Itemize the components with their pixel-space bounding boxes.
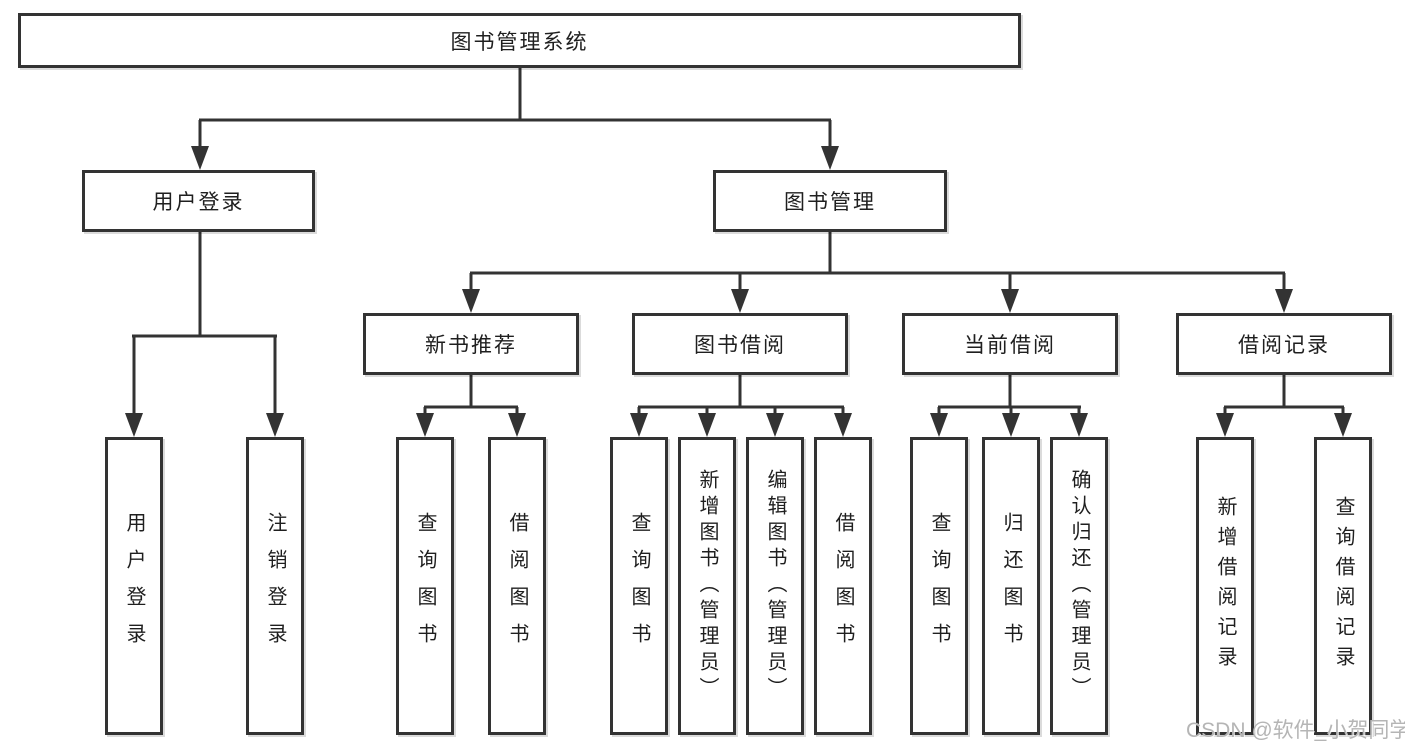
leaf-query-books-borrowing-label: 查询图书 xyxy=(628,512,650,660)
leaf-borrow-books-borrowing: 借阅图书 xyxy=(814,437,872,735)
leaf-confirm-return-admin-label: 确认归还（管理员） xyxy=(1068,469,1090,703)
leaf-edit-books-admin: 编辑图书（管理员） xyxy=(746,437,804,735)
leaf-borrow-books-recommend-label: 借阅图书 xyxy=(506,512,528,660)
leaf-query-books-recommend-label: 查询图书 xyxy=(414,512,436,660)
node-borrowing-records-label: 借阅记录 xyxy=(1238,334,1330,357)
node-borrowing-records: 借阅记录 xyxy=(1176,313,1392,375)
leaf-query-borrow-record-label: 查询借阅记录 xyxy=(1332,496,1354,676)
leaf-borrow-books-recommend: 借阅图书 xyxy=(488,437,546,735)
leaf-query-books-recommend: 查询图书 xyxy=(396,437,454,735)
leaf-add-books-admin: 新增图书（管理员） xyxy=(678,437,736,735)
leaf-edit-books-admin-label: 编辑图书（管理员） xyxy=(764,469,786,703)
node-book-management: 图书管理 xyxy=(713,170,947,232)
leaf-query-books-borrowing: 查询图书 xyxy=(610,437,668,735)
leaf-add-borrow-record-label: 新增借阅记录 xyxy=(1214,496,1236,676)
leaf-add-books-admin-label: 新增图书（管理员） xyxy=(696,469,718,703)
node-current-borrowing: 当前借阅 xyxy=(902,313,1118,375)
node-user-login-label: 用户登录 xyxy=(152,191,245,214)
node-book-borrowing-label: 图书借阅 xyxy=(694,334,786,357)
node-current-borrowing-label: 当前借阅 xyxy=(964,334,1056,357)
leaf-logout: 注销登录 xyxy=(246,437,304,735)
leaf-user-login-label: 用户登录 xyxy=(123,512,145,660)
csdn-watermark: CSDN @软件_小贺同学 xyxy=(1186,719,1405,742)
node-new-book-recommendation: 新书推荐 xyxy=(363,313,579,375)
leaf-query-borrow-record: 查询借阅记录 xyxy=(1314,437,1372,735)
node-new-book-recommendation-label: 新书推荐 xyxy=(425,334,517,357)
leaf-logout-label: 注销登录 xyxy=(264,512,286,660)
leaf-query-books-current-label: 查询图书 xyxy=(928,512,950,660)
leaf-user-login: 用户登录 xyxy=(105,437,163,735)
node-root-label: 图书管理系统 xyxy=(450,30,589,54)
leaf-confirm-return-admin: 确认归还（管理员） xyxy=(1050,437,1108,735)
leaf-return-books-label: 归还图书 xyxy=(1000,512,1022,660)
node-root: 图书管理系统 xyxy=(18,13,1021,68)
leaf-query-books-current: 查询图书 xyxy=(910,437,968,735)
node-user-login: 用户登录 xyxy=(82,170,315,232)
leaf-add-borrow-record: 新增借阅记录 xyxy=(1196,437,1254,735)
node-book-management-label: 图书管理 xyxy=(784,191,876,214)
leaf-return-books: 归还图书 xyxy=(982,437,1040,735)
node-book-borrowing: 图书借阅 xyxy=(632,313,848,375)
leaf-borrow-books-borrowing-label: 借阅图书 xyxy=(832,512,854,660)
